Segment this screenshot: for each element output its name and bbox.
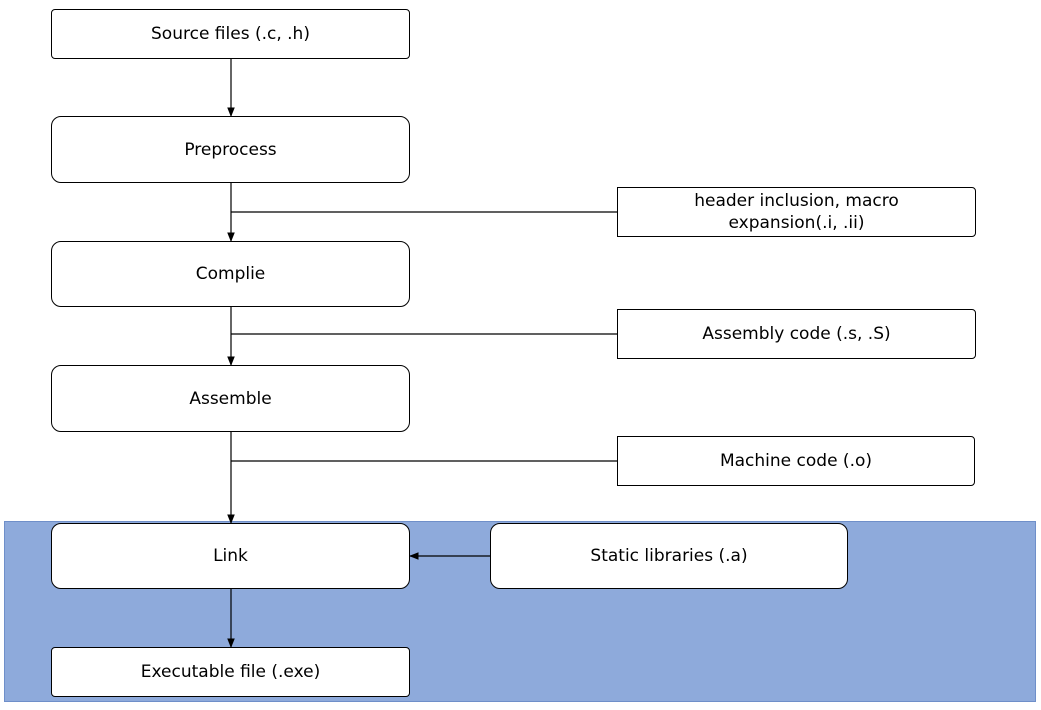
- compile-output-box: Assembly code (.s, .S): [617, 309, 976, 359]
- link-label: Link: [213, 546, 248, 566]
- compile-label: Complie: [195, 264, 266, 284]
- assemble-output-label: Machine code (.o): [719, 451, 873, 471]
- preprocess-label: Preprocess: [184, 139, 277, 160]
- assemble-label: Assemble: [189, 388, 272, 409]
- link-box: Link: [51, 523, 410, 589]
- preprocess-box: Preprocess: [51, 116, 410, 183]
- preprocess-output-label: header inclusion, macro expansion(.i, .i…: [694, 191, 899, 233]
- assemble-output-box: Machine code (.o): [617, 436, 975, 486]
- source-files-box: Source files (.c, .h): [51, 9, 410, 59]
- assemble-box: Assemble: [51, 365, 410, 432]
- source-files-label: Source files (.c, .h): [151, 24, 310, 44]
- static-libraries-box: Static libraries (.a): [490, 523, 848, 589]
- compile-box: Complie: [51, 241, 410, 307]
- compile-output-label: Assembly code (.s, .S): [702, 324, 891, 344]
- executable-file-label: Executable file (.exe): [140, 662, 321, 682]
- executable-file-box: Executable file (.exe): [51, 647, 410, 697]
- static-libraries-label: Static libraries (.a): [590, 546, 748, 566]
- preprocess-output-box: header inclusion, macro expansion(.i, .i…: [617, 187, 976, 237]
